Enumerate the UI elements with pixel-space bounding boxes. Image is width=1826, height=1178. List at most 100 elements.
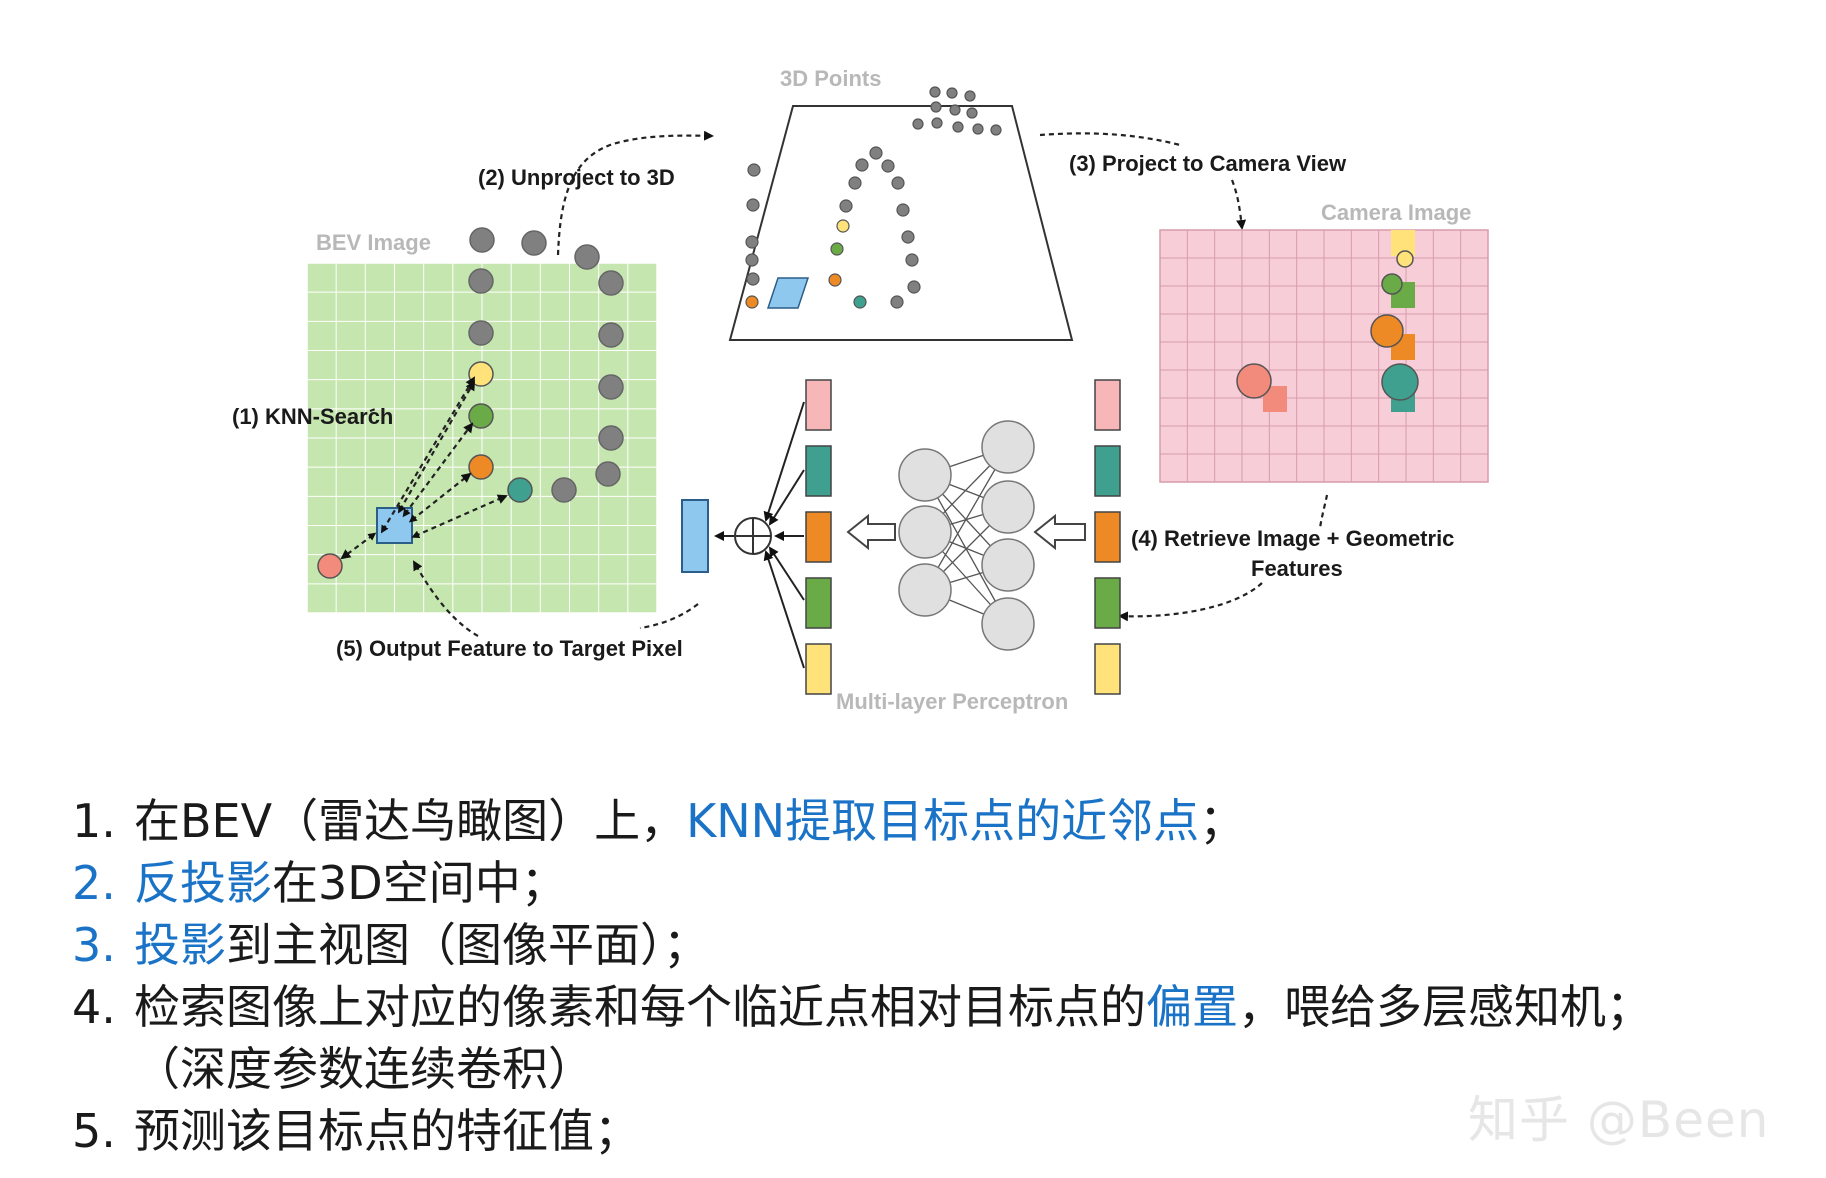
explanation-text: （深度参数连续卷积） <box>134 1042 594 1096</box>
explanation-text: 在3D空间中； <box>272 856 567 910</box>
sum-operator-icon <box>734 517 772 555</box>
3d-target-pixel <box>766 277 810 309</box>
step3-arrow-top <box>1039 132 1181 147</box>
explanation-item: 3. 投影到主视图（图像平面）； <box>72 914 1652 976</box>
3d-teal-point <box>853 295 867 309</box>
explanation-text: 在BEV（雷达鸟瞰图）上， <box>134 794 687 848</box>
3d-points-panel: 3D Points <box>728 66 1074 341</box>
3d-orange-point <box>828 273 842 287</box>
camera-image-title: Camera Image <box>1321 200 1471 225</box>
explanation-item-number: 4. <box>72 980 116 1034</box>
bev-grey-point <box>595 461 621 487</box>
3d-grey-points <box>745 86 1002 309</box>
step5-connector <box>639 603 699 630</box>
bev-grey-point <box>521 230 547 256</box>
output-feature-yellow <box>805 643 832 695</box>
3d-points-title: 3D Points <box>780 66 881 91</box>
3d-green-point <box>830 242 844 256</box>
aggregated-output-feature <box>681 499 709 573</box>
step3-arrow-down <box>1230 179 1247 230</box>
step3-project-label: (3) Project to Camera View <box>1069 151 1347 176</box>
mlp-neuron <box>981 538 1035 592</box>
input-feature-green <box>1094 577 1121 629</box>
bev-image-title: BEV Image <box>316 230 431 255</box>
input-feature-stack <box>1094 379 1121 695</box>
camera-grid-lines <box>1160 230 1488 482</box>
explanation-item: 2. 反投影在3D空间中； <box>72 852 1652 914</box>
step4-retrieve-label-line2: Features <box>1251 556 1343 581</box>
explanation-item: 4. 检索图像上对应的像素和每个临近点相对目标点的偏置，喂给多层感知机； <box>72 976 1652 1038</box>
bev-neighbor-points <box>468 227 624 503</box>
bev-grey-point <box>468 320 494 346</box>
explanation-text: 到主视图（图像平面）； <box>226 918 709 972</box>
step5-output-label: (5) Output Feature to Target Pixel <box>336 636 683 661</box>
output-feature-green <box>805 577 832 629</box>
hollow-arrow-into-mlp <box>1033 513 1086 551</box>
camera-orange-point <box>1370 314 1404 348</box>
mlp-title: Multi-layer Perceptron <box>836 689 1068 714</box>
camera-red-point <box>1236 363 1272 399</box>
bev-orange-point <box>468 454 494 480</box>
bev-grey-point <box>551 477 577 503</box>
explanation-highlight: KNN提取目标点的近邻点 <box>686 794 1200 848</box>
knn-search-arrows <box>340 376 508 560</box>
output-feature-stack <box>805 379 832 695</box>
explanation-item-number: 1. <box>72 794 116 848</box>
mlp-neuron <box>981 597 1035 651</box>
step1-knn-search-label: (1) KNN-Search <box>232 404 393 429</box>
bev-grey-point <box>598 322 624 348</box>
bev-image-panel: BEV Image <box>306 227 658 614</box>
step4-arrow-bottom <box>1118 582 1263 622</box>
bev-red-point <box>317 553 343 579</box>
explanation-text: ； <box>1199 794 1246 848</box>
explanation-item: （深度参数连续卷积） <box>72 1038 1652 1100</box>
bev-grey-point <box>598 425 624 451</box>
3d-yellow-point <box>836 219 850 233</box>
camera-teal-point <box>1381 363 1419 401</box>
explanation-text: 检索图像上对应的像素和每个临近点相对目标点的 <box>134 980 1146 1034</box>
mlp-network: Multi-layer Perceptron <box>836 420 1068 714</box>
explanation-item: 5. 预测该目标点的特征值； <box>72 1100 1652 1162</box>
step4-arrow-top <box>1318 494 1329 529</box>
mlp-neuron <box>898 563 952 617</box>
bev-grey-point <box>468 268 494 294</box>
bev-green-point <box>468 403 494 429</box>
explanation-item-number: 3. <box>72 918 116 972</box>
camera-green-point <box>1381 273 1403 295</box>
step5-arrow <box>413 560 479 637</box>
explanation-text: ，喂给多层感知机； <box>1238 980 1652 1034</box>
bev-grey-point <box>598 374 624 400</box>
explanation-item-number: 5. <box>72 1104 116 1158</box>
bev-grey-point <box>598 270 624 296</box>
mlp-neuron <box>981 420 1035 474</box>
explanation-item-number: 2. <box>72 856 116 910</box>
hollow-arrow-out-of-mlp <box>846 513 896 551</box>
bev-teal-point <box>507 477 533 503</box>
input-feature-yellow <box>1094 643 1121 695</box>
step1-connector <box>369 406 379 413</box>
input-feature-teal <box>1094 445 1121 497</box>
explanation-highlight: 投影 <box>134 918 226 972</box>
output-feature-teal <box>805 445 832 497</box>
mlp-neuron <box>898 505 952 559</box>
input-feature-orange <box>1094 511 1121 563</box>
step4-retrieve-label-line1: (4) Retrieve Image + Geometric <box>1131 526 1454 551</box>
camera-image-panel: Camera Image <box>1159 200 1489 483</box>
output-feature-orange <box>805 511 832 563</box>
step2-arrow <box>556 130 714 256</box>
input-feature-red <box>1094 379 1121 431</box>
explanation-list: 1. 在BEV（雷达鸟瞰图）上，KNN提取目标点的近邻点； 2. 反投影在3D空间中；… <box>72 790 1652 1162</box>
explanation-highlight: 反投影 <box>134 856 272 910</box>
output-feature-red <box>805 379 832 431</box>
bev-grey-point <box>469 227 495 253</box>
camera-yellow-point <box>1396 250 1414 268</box>
step2-unproject-label: (2) Unproject to 3D <box>478 165 675 190</box>
explanation-text: 预测该目标点的特征值； <box>134 1104 640 1158</box>
bev-grey-point <box>574 244 600 270</box>
mlp-neuron <box>981 480 1035 534</box>
explanation-item: 1. 在BEV（雷达鸟瞰图）上，KNN提取目标点的近邻点； <box>72 790 1652 852</box>
aggregation-arrows <box>714 401 805 669</box>
explanation-highlight: 偏置 <box>1146 980 1238 1034</box>
3d-red-point <box>745 295 759 309</box>
continuous-fusion-diagram: BEV Image (1) <box>232 66 1489 714</box>
